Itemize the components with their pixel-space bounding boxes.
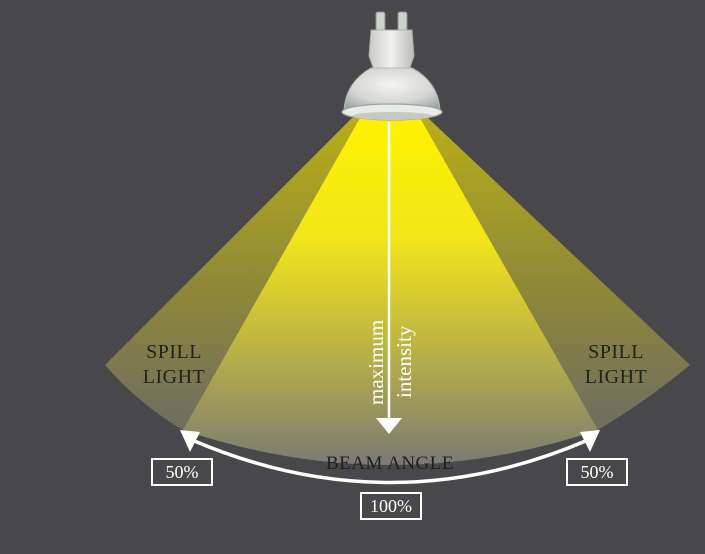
- bulb-icon: [341, 11, 443, 121]
- double-headed-arc-arrow-icon: [180, 430, 600, 485]
- intensity-label: intensity: [392, 325, 416, 398]
- percent-left-badge: 50%: [151, 458, 213, 486]
- beam-angle-label: BEAM ANGLE: [326, 453, 454, 474]
- spill-right-line1: SPILL: [588, 341, 644, 363]
- arrow-down-icon: [376, 122, 402, 434]
- spill-light-left-label: SPILL LIGHT: [134, 340, 214, 390]
- spill-left-line1: SPILL: [146, 341, 202, 363]
- beam-core-region: [183, 118, 598, 465]
- maximum-label: maximum: [364, 319, 388, 405]
- percent-center-badge: 100%: [360, 492, 422, 520]
- spill-left-line2: LIGHT: [142, 366, 206, 388]
- spill-light-right-label: SPILL LIGHT: [576, 340, 656, 390]
- spill-right-line2: LIGHT: [584, 366, 648, 388]
- percent-right-badge: 50%: [566, 458, 628, 486]
